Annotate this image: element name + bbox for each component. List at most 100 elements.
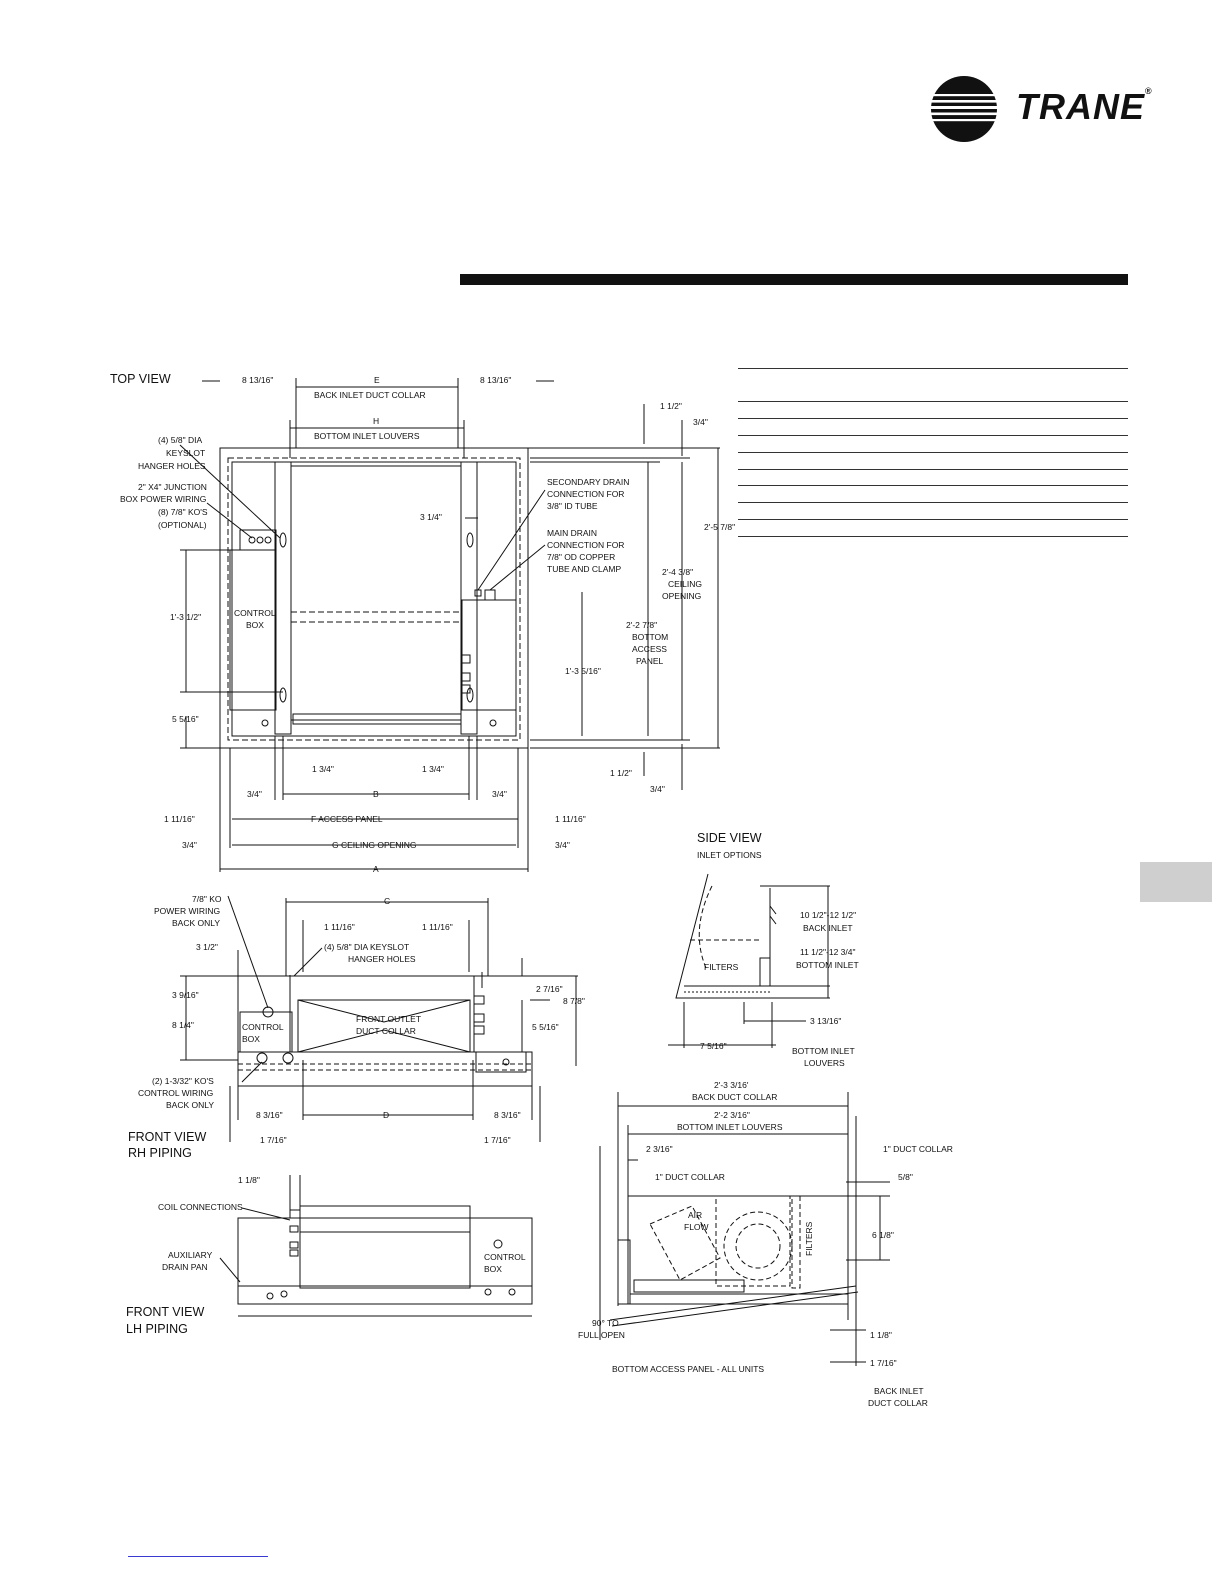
top-dim-label: 2'-2 7/8" — [626, 620, 657, 630]
section-label: 2 3/16" — [646, 1144, 673, 1154]
brand-name: TRANE® — [1016, 86, 1153, 127]
front-rh-label: C — [384, 896, 390, 906]
front-rh-label: BACK ONLY — [166, 1100, 214, 1110]
section-label: 1 1/8" — [870, 1330, 892, 1340]
section-label: 6 1/8" — [872, 1230, 894, 1240]
front-lh-label: 1 1/8" — [238, 1175, 260, 1185]
top-dim-label: F ACCESS PANEL — [311, 814, 383, 824]
top-dim-label: 1 1/2" — [660, 401, 682, 411]
side-view-title: SIDE VIEW — [697, 831, 762, 845]
top-dim-label: CONNECTION FOR — [547, 489, 624, 499]
front-rh-label: 3 9/16" — [172, 990, 199, 1000]
front-rh-label: 8 7/8" — [563, 996, 585, 1006]
top-dim-label: G CEILING OPENING — [332, 840, 417, 850]
section-label: 90° TO — [592, 1318, 619, 1328]
front-lh-title: FRONT VIEW — [126, 1305, 204, 1319]
top-dim-label: OPENING — [662, 591, 701, 601]
top-dim-label: CONTROL — [234, 608, 276, 618]
spec-table-lines — [738, 368, 1128, 538]
section-label: BOTTOM INLET LOUVERS — [677, 1122, 783, 1132]
front-rh-label: 1 7/16" — [484, 1135, 511, 1145]
front-rh-label: 1 11/16" — [324, 922, 355, 932]
top-dim-label: 1 3/4" — [422, 764, 444, 774]
side-dim-label: BOTTOM INLET — [796, 960, 859, 970]
section-label: AIR — [688, 1210, 702, 1220]
section-label: BACK INLET — [874, 1386, 924, 1396]
front-rh-label: CONTROL WIRING — [138, 1088, 213, 1098]
front-rh-label: (4) 5/8" DIA KEYSLOT — [324, 942, 409, 952]
front-rh-label: 5 5/16" — [532, 1022, 559, 1032]
side-dim-label: BACK INLET — [803, 923, 853, 933]
top-view-drawing — [179, 378, 720, 872]
footer-link-rule — [128, 1556, 268, 1557]
front-view-lh-drawing — [219, 1175, 533, 1317]
trane-globe-logo-icon — [928, 76, 1004, 142]
top-dim-label: BOX — [246, 620, 264, 630]
top-dim-label: 2'-5 7/8" — [704, 522, 735, 532]
front-rh-label: 8 3/16" — [494, 1110, 521, 1120]
top-dim-label: 1 11/16" — [164, 814, 195, 824]
top-dim-label: B — [373, 789, 379, 799]
top-dim-label: (8) 7/8" KO'S — [158, 507, 208, 517]
top-dim-label: 1'-3 1/2" — [170, 612, 201, 622]
top-dim-label: SECONDARY DRAIN — [547, 477, 629, 487]
top-dim-label: BOTTOM INLET LOUVERS — [314, 431, 420, 441]
front-rh-subtitle: RH PIPING — [128, 1146, 192, 1160]
top-dim-label: CONNECTION FOR — [547, 540, 624, 550]
top-dim-label: BOTTOM — [632, 632, 668, 642]
side-dim-label: 10 1/2"-12 1/2" — [800, 910, 856, 920]
front-rh-label: 2 7/16" — [536, 984, 563, 994]
front-lh-label: BOX — [484, 1264, 502, 1274]
side-dim-label: FILTERS — [704, 962, 739, 972]
top-dim-label: 3/4" — [247, 789, 262, 799]
side-dim-label: LOUVERS — [804, 1058, 845, 1068]
front-rh-label: 1 7/16" — [260, 1135, 287, 1145]
front-rh-label: BOX — [242, 1034, 260, 1044]
top-dim-label: E — [374, 375, 380, 385]
side-view-drawing — [668, 873, 830, 1048]
top-dim-label: 3/4" — [492, 789, 507, 799]
section-label: 1" DUCT COLLAR — [883, 1144, 953, 1154]
front-rh-label: FRONT OUTLET — [356, 1014, 421, 1024]
top-dim-label: 3/4" — [555, 840, 570, 850]
section-tab — [1140, 862, 1212, 902]
section-label: FLOW — [684, 1222, 709, 1232]
front-rh-label: CONTROL — [242, 1022, 284, 1032]
front-rh-label: 8 1/4" — [172, 1020, 194, 1030]
top-dim-label: 3 1/4" — [420, 512, 442, 522]
side-dim-label: 11 1/2"-12 3/4" — [800, 947, 856, 957]
side-view-subtitle: INLET OPTIONS — [697, 850, 762, 860]
front-rh-label: D — [383, 1110, 389, 1120]
top-dim-label: 1 1/2" — [610, 768, 632, 778]
top-dim-label: H — [373, 416, 379, 426]
top-dim-label: 3/8" ID TUBE — [547, 501, 598, 511]
header-rule — [460, 274, 1128, 285]
section-label: FULL OPEN — [578, 1330, 625, 1340]
section-label: BOTTOM ACCESS PANEL - ALL UNITS — [612, 1364, 764, 1374]
front-lh-label: CONTROL — [484, 1252, 526, 1262]
front-rh-label: (2) 1-3/32" KO'S — [152, 1076, 214, 1086]
top-dim-label: 3/4" — [693, 417, 708, 427]
top-dim-label: 5 5/16" — [172, 714, 199, 724]
top-dim-label: BACK INLET DUCT COLLAR — [314, 390, 426, 400]
front-lh-subtitle: LH PIPING — [126, 1322, 188, 1336]
top-dim-label: 7/8" OD COPPER — [547, 552, 615, 562]
top-dim-label: A — [373, 864, 379, 874]
top-dim-label: 2" X4" JUNCTION — [138, 482, 207, 492]
front-rh-label: BACK ONLY — [172, 918, 220, 928]
top-dim-label: 3/4" — [650, 784, 665, 794]
section-label: 2'-3 3/16' — [714, 1080, 749, 1090]
front-lh-label: AUXILIARY — [168, 1250, 213, 1260]
top-dim-label: 1'-3 5/16" — [565, 666, 601, 676]
front-rh-label: 1 11/16" — [422, 922, 453, 932]
side-dim-label: 3 13/16" — [810, 1016, 841, 1026]
front-rh-label: DUCT COLLAR — [356, 1026, 416, 1036]
section-label: DUCT COLLAR — [868, 1398, 928, 1408]
front-rh-label: 3 1/2" — [196, 942, 218, 952]
section-label: 5/8" — [898, 1172, 913, 1182]
front-rh-label: POWER WIRING — [154, 906, 220, 916]
front-lh-label: DRAIN PAN — [162, 1262, 208, 1272]
top-dim-label: 2'-4 3/8" — [662, 567, 693, 577]
